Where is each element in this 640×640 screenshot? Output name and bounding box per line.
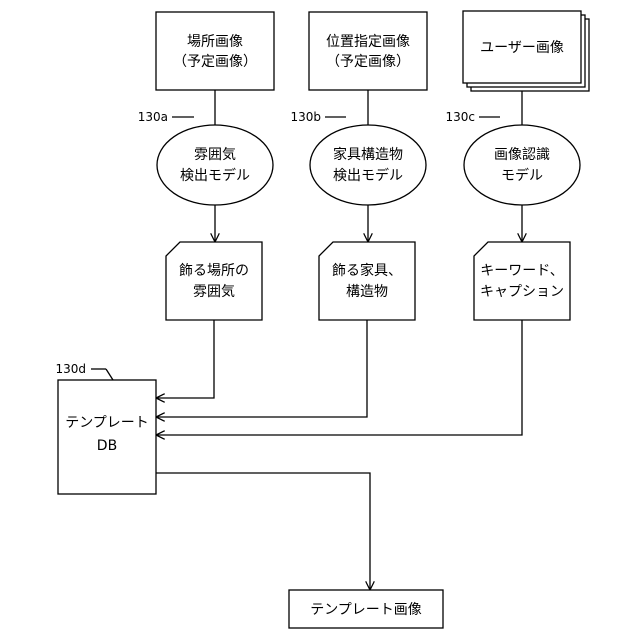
ref-130c: 130c bbox=[445, 110, 475, 124]
atmosphere-output-line2: 雰囲気 bbox=[193, 284, 235, 300]
position-image-line1: 位置指定画像 bbox=[326, 34, 410, 50]
atmosphere-output-card: 飾る場所の 雰囲気 bbox=[166, 242, 262, 320]
arrow-keywords-output-to-db bbox=[156, 320, 522, 435]
keywords-output-line2: キャプション bbox=[480, 284, 564, 300]
ref-130b: 130b bbox=[290, 110, 321, 124]
furniture-model-line1: 家具構造物 bbox=[333, 146, 403, 163]
atmosphere-model: 130a 雰囲気 検出モデル bbox=[138, 110, 273, 205]
position-image-line2: （予定画像） bbox=[326, 54, 410, 70]
ref-130d: 130d bbox=[55, 362, 86, 376]
arrow-furniture-output-to-db bbox=[156, 320, 367, 417]
arrow-db-to-template-image bbox=[156, 473, 370, 590]
place-image-box: 場所画像 （予定画像） bbox=[156, 12, 274, 90]
template-image-label: テンプレート画像 bbox=[310, 602, 422, 618]
template-db-box: 130d テンプレート DB bbox=[55, 362, 156, 494]
furniture-model-line2: 検出モデル bbox=[333, 167, 403, 184]
place-image-line1: 場所画像 bbox=[187, 34, 243, 50]
atmosphere-model-line2: 検出モデル bbox=[180, 167, 250, 184]
furniture-output-line1: 飾る家具、 bbox=[332, 262, 402, 279]
keywords-output-line1: キーワード、 bbox=[480, 263, 563, 279]
furniture-output-card: 飾る家具、 構造物 bbox=[319, 242, 415, 320]
recognition-model: 130c 画像認識 モデル bbox=[445, 110, 580, 205]
user-image-stack: ユーザー画像 bbox=[463, 11, 589, 91]
atmosphere-model-line1: 雰囲気 bbox=[194, 147, 236, 163]
template-db-line2: DB bbox=[97, 438, 117, 454]
atmosphere-output-line1: 飾る場所の bbox=[179, 263, 249, 279]
furniture-output-line2: 構造物 bbox=[346, 284, 388, 300]
ref-leader-130d-drop bbox=[106, 369, 113, 380]
template-image-box: テンプレート画像 bbox=[289, 590, 443, 628]
recognition-model-line2: モデル bbox=[501, 167, 543, 184]
ref-130a: 130a bbox=[138, 110, 168, 124]
position-image-box: 位置指定画像 （予定画像） bbox=[309, 12, 427, 90]
arrow-atmosphere-output-to-db bbox=[156, 320, 214, 398]
place-image-line2: （予定画像） bbox=[173, 54, 257, 70]
keywords-output-card: キーワード、 キャプション bbox=[474, 242, 570, 320]
recognition-model-line1: 画像認識 bbox=[494, 147, 550, 163]
user-image-label: ユーザー画像 bbox=[480, 40, 564, 56]
template-db-line1: テンプレート bbox=[65, 415, 149, 431]
furniture-model: 130b 家具構造物 検出モデル bbox=[290, 110, 426, 205]
